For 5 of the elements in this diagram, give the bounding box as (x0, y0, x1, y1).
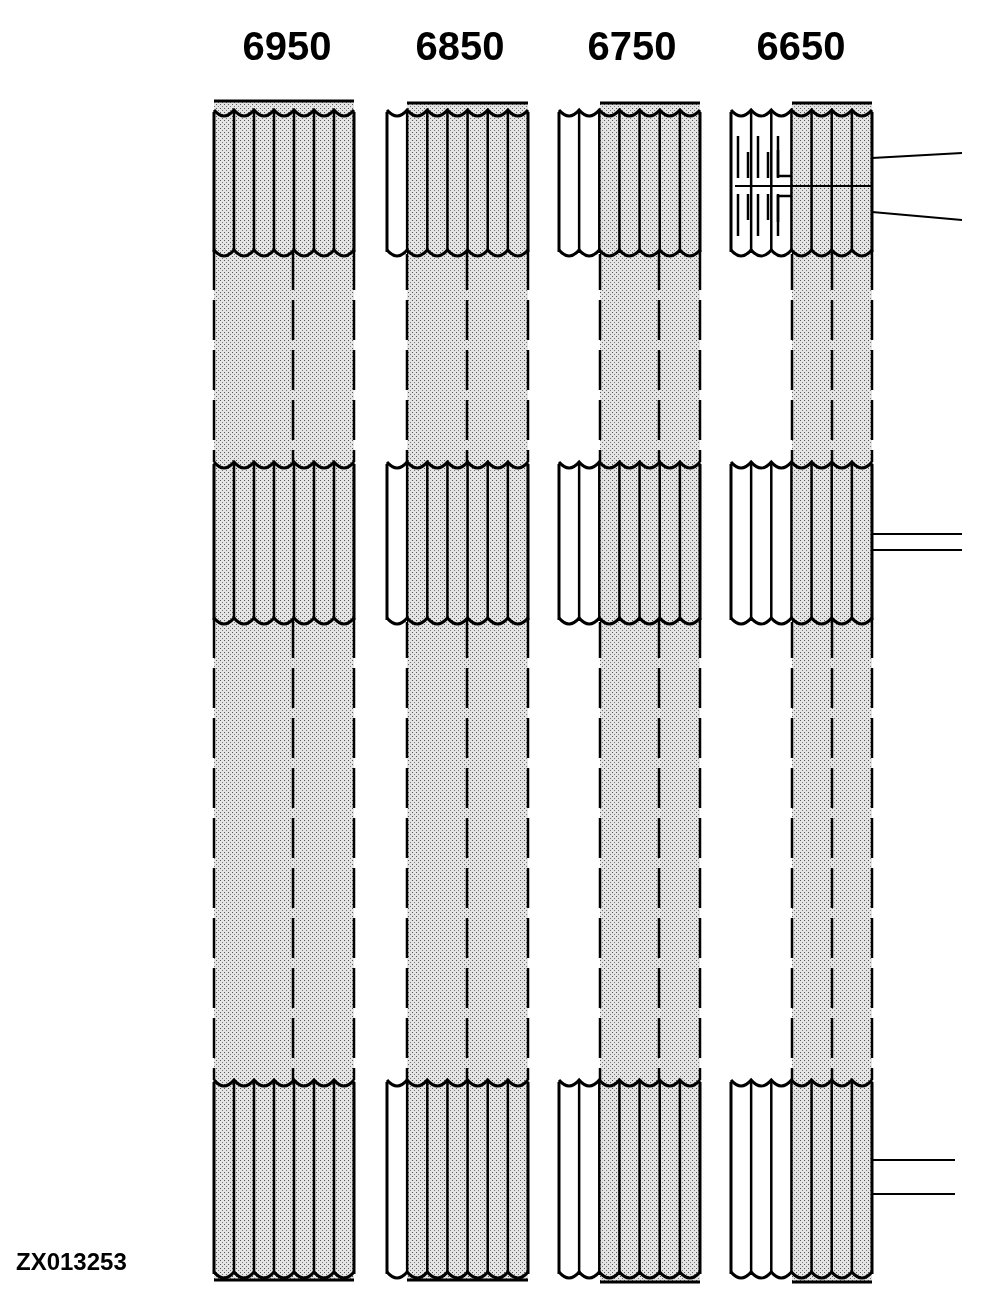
model-number: 6850 (415, 26, 505, 66)
model-number: 6750 (587, 26, 677, 66)
model-number: 6950 (242, 26, 332, 66)
model-number: 6650 (756, 26, 846, 66)
figure-code: ZX013253 (16, 1250, 127, 1274)
